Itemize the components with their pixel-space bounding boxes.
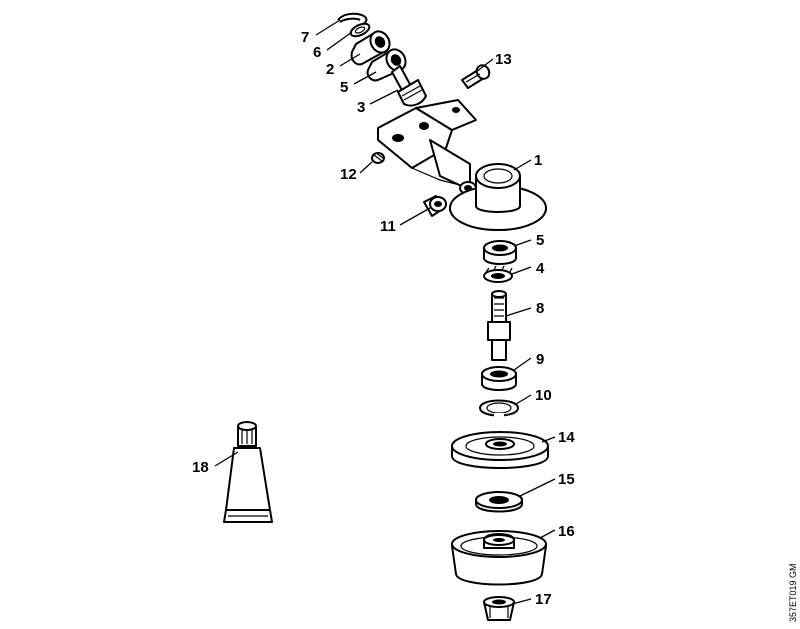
part-16-thrust-cup (451, 530, 547, 586)
callout-16: 16 (558, 523, 575, 540)
callout-2: 2 (326, 61, 334, 78)
callout-5-lower: 5 (536, 232, 544, 249)
callout-14: 14 (558, 429, 575, 446)
callout-3: 3 (357, 99, 365, 116)
callout-6: 6 (313, 44, 321, 61)
callout-12: 12 (340, 166, 357, 183)
part-9-bearing (481, 366, 517, 391)
callout-11: 11 (380, 218, 396, 235)
part-12-plug (371, 152, 385, 164)
callout-8: 8 (536, 300, 544, 317)
callout-4: 4 (536, 260, 545, 277)
part-2-bearing (350, 30, 391, 66)
part-13-screw (461, 64, 491, 89)
callout-15: 15 (558, 471, 575, 488)
callout-7: 7 (301, 29, 309, 46)
callout-13: 13 (495, 51, 512, 68)
callout-17: 17 (535, 591, 552, 608)
part-11-screw-plug (423, 195, 447, 217)
callout-1: 1 (534, 152, 542, 169)
part-1-gear-housing (377, 99, 547, 231)
part-4-lock-washer (483, 265, 513, 283)
part-18-grease-tube (223, 421, 273, 523)
part-3-pinion (391, 65, 427, 107)
part-5-bearing-lower (483, 240, 517, 265)
part-5-bearing-upper (366, 48, 407, 82)
drawing-code: 357ET019 GM (788, 563, 798, 622)
callout-5-upper: 5 (340, 79, 348, 96)
callout-18: 18 (192, 459, 209, 476)
callout-labels: 7 6 2 5 3 13 1 12 11 5 4 8 9 10 14 15 16… (192, 29, 575, 608)
leader-lines (214, 19, 556, 605)
callout-10: 10 (535, 387, 552, 404)
part-8-shaft (487, 290, 511, 361)
part-15-washer (475, 491, 523, 513)
part-17-nut (483, 596, 515, 621)
part-6-ring (349, 22, 371, 38)
part-14-thrust-plate (451, 431, 549, 469)
callout-9: 9 (536, 351, 544, 368)
part-10-circlip (479, 399, 519, 418)
